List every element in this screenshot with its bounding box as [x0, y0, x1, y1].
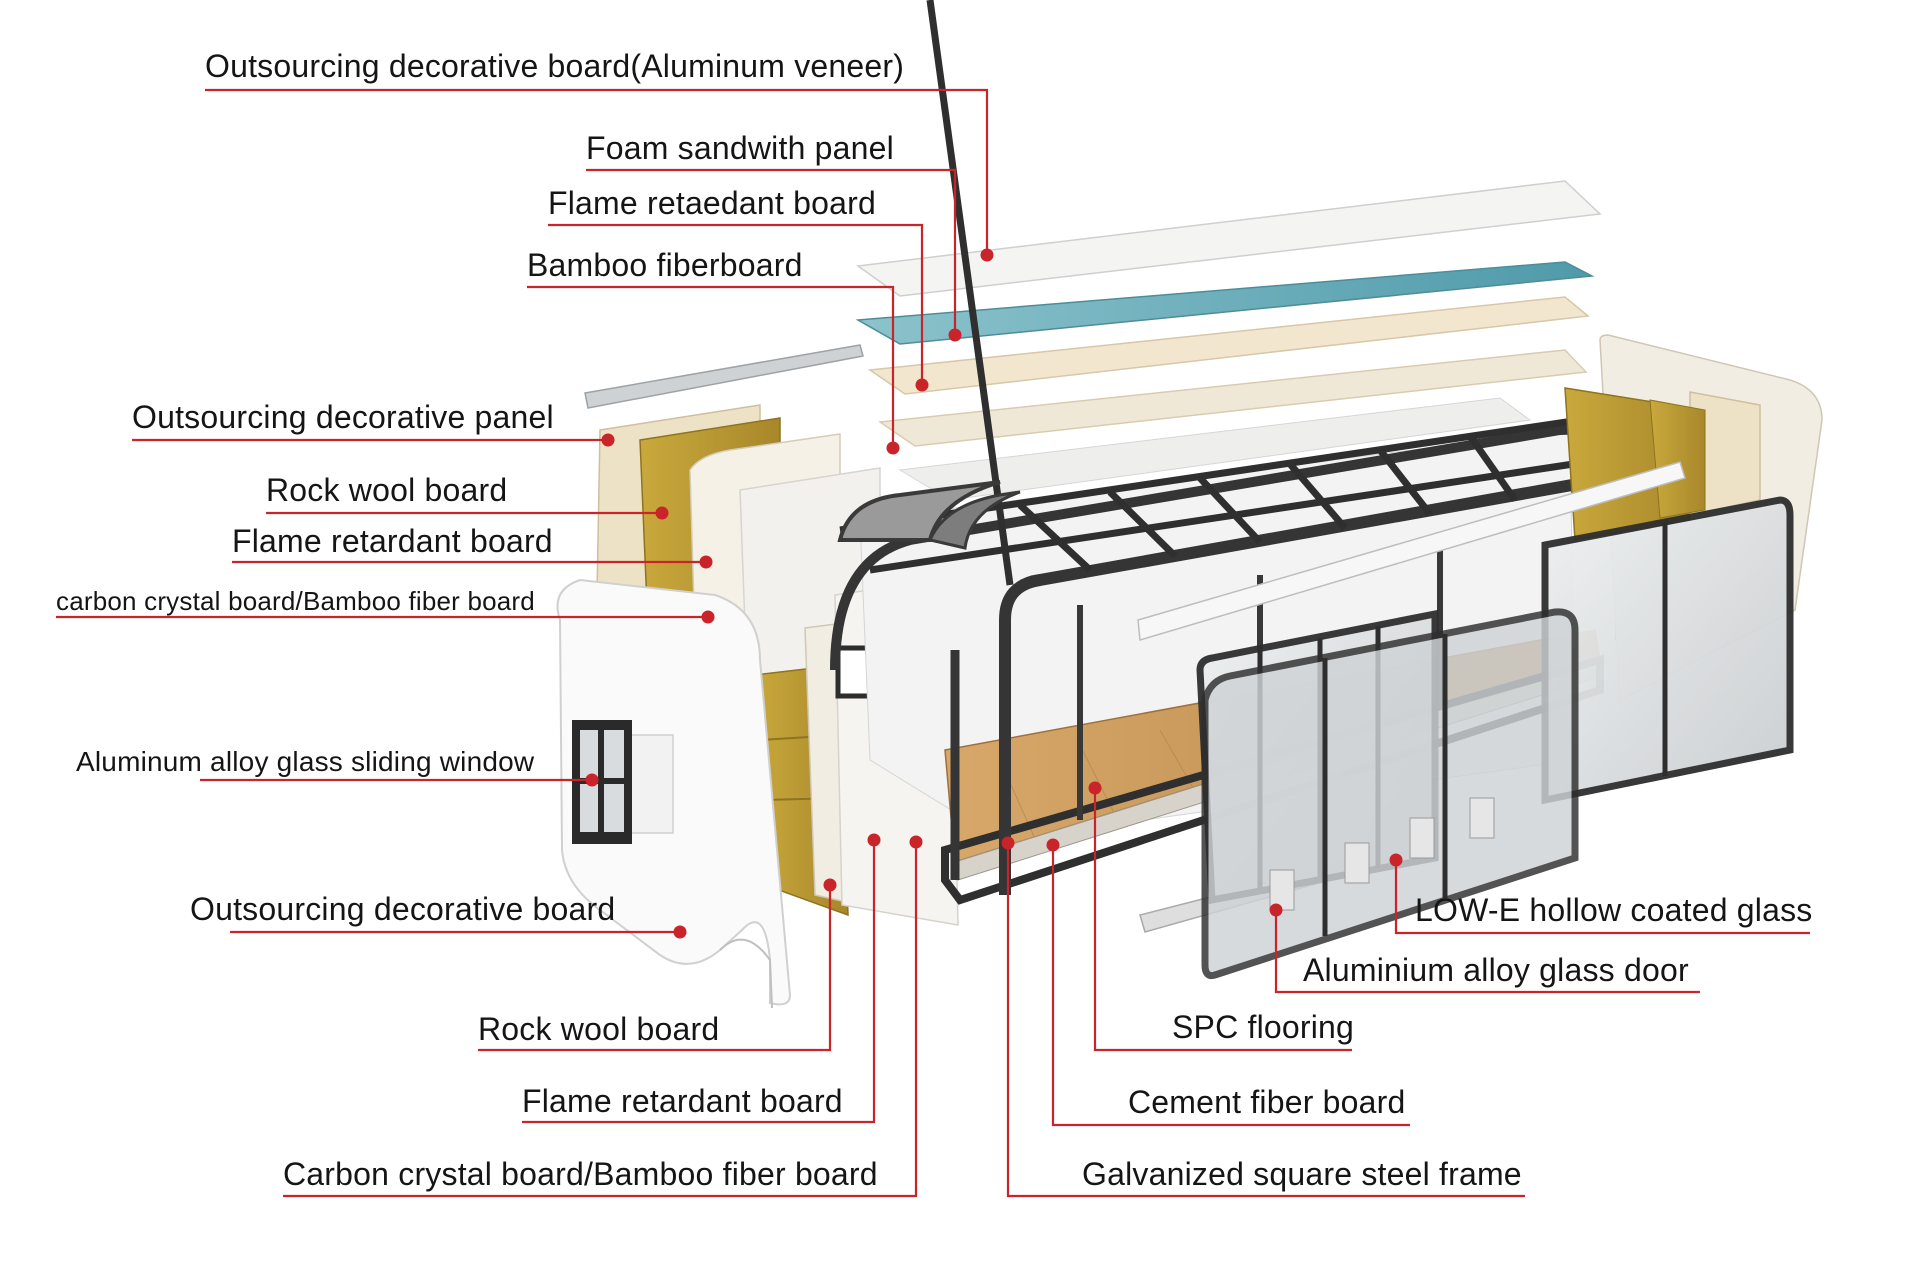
leader-top-3 [527, 285, 895, 448]
label-top-flame-retardant-board: Flame retaedant board [548, 185, 876, 221]
leader-bl-2 [283, 842, 918, 1198]
label-right-steel-frame: Galvanized square steel frame [1082, 1156, 1522, 1192]
label-left-outsourcing-decorative-board: Outsourcing decorative board [190, 891, 616, 927]
leader-lines [56, 88, 1810, 1198]
label-right-spc-flooring: SPC flooring [1172, 1009, 1355, 1045]
leader-bl-1 [522, 840, 876, 1124]
leader-r-2 [1093, 788, 1352, 1052]
low-e-hollow-glass [1201, 608, 1579, 979]
label-left-rock-wool-board: Rock wool board [266, 472, 508, 508]
leader-r-3 [1051, 845, 1410, 1127]
label-left-flame-retardant-board: Flame retardant board [232, 523, 553, 559]
leader-top-2 [548, 223, 924, 385]
leader-r-1 [1274, 910, 1700, 994]
end-cap [556, 578, 792, 1009]
top-rail [584, 344, 864, 409]
roof-bamboo-fiberboard [877, 349, 1588, 447]
label-right-aluminium-glass-door: Aluminium alloy glass door [1303, 952, 1689, 988]
leader-r-4 [1006, 843, 1525, 1198]
roof-foam-sandwich-panel [855, 261, 1595, 345]
label-left-carbon-crystal-board: carbon crystal board/Bamboo fiber board [56, 586, 535, 616]
label-bottom-flame-retardant-board: Flame retardant board [522, 1083, 843, 1119]
leader-top-0 [205, 88, 989, 255]
label-top-foam-sandwich-panel: Foam sandwith panel [586, 130, 894, 166]
glass-front [1196, 496, 1794, 979]
leader-dots [585, 248, 1403, 939]
leader-r-0 [1394, 860, 1810, 935]
label-right-low-e-glass: LOW-E hollow coated glass [1415, 892, 1813, 928]
leader-top-1 [586, 168, 957, 335]
label-right-cement-fiber-board: Cement fiber board [1128, 1084, 1406, 1120]
label-left-sliding-window: Aluminum alloy glass sliding window [76, 746, 535, 777]
roof-layers [855, 180, 1602, 501]
sliding-window-icon [572, 720, 632, 844]
label-top-aluminum-veneer: Outsourcing decorative board(Aluminum ve… [205, 48, 905, 84]
label-bottom-rock-wool-board: Rock wool board [478, 1011, 720, 1047]
label-top-bamboo-fiberboard: Bamboo fiberboard [527, 247, 803, 283]
label-bottom-carbon-crystal-board: Carbon crystal board/Bamboo fiber board [283, 1156, 878, 1192]
leader-bl-0 [478, 885, 832, 1052]
label-left-outsourcing-decorative-panel: Outsourcing decorative panel [132, 399, 554, 435]
